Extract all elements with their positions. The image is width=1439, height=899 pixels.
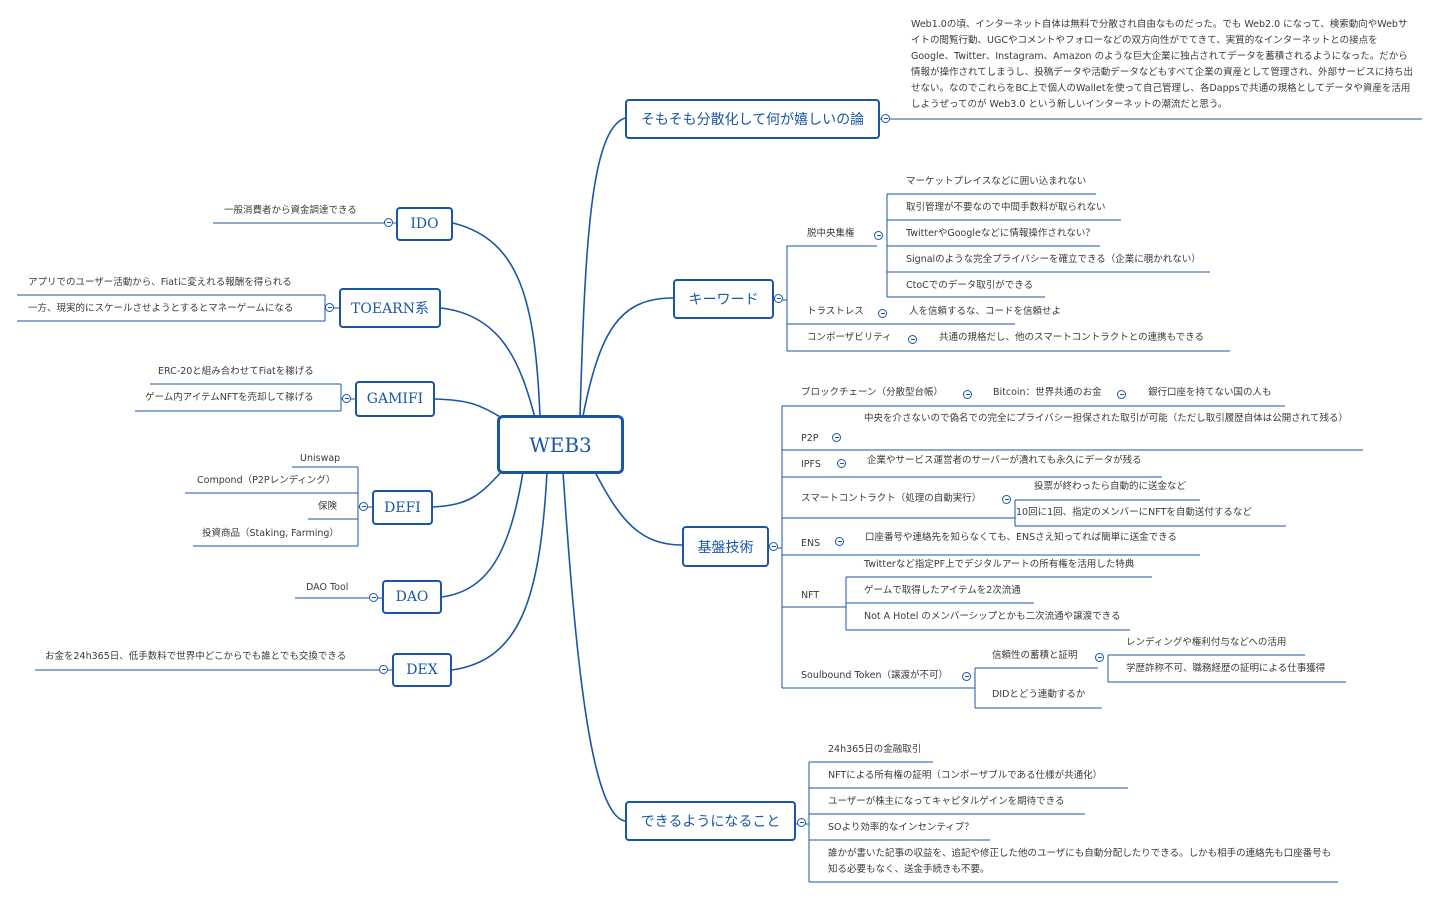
collapse-icon[interactable] <box>325 303 334 312</box>
collapse-icon[interactable] <box>379 665 388 674</box>
can-item: 24h365日の金融取引 <box>828 744 922 755</box>
label-nft: NFT <box>801 590 820 601</box>
collapse-icon[interactable] <box>384 218 393 227</box>
nft-item: Twitterなど指定PF上でデジタルアートの所有権を活用した特典 <box>864 559 1135 570</box>
label-composability: コンポーザビリティ <box>807 332 892 343</box>
nft-item: ゲームで取得したアイテムを2次流通 <box>864 585 1021 596</box>
did-item: DIDとどう連動するか <box>992 689 1086 700</box>
decentral-item: TwitterやGoogleなどに情報操作されない？ <box>906 228 1095 239</box>
collapse-icon[interactable] <box>1117 390 1126 399</box>
label-trust: 信頼性の蓄積と証明 <box>992 650 1078 661</box>
ens-item: 口座番号や連絡先を知らなくても、ENSさえ知ってれば簡単に送金できる <box>865 532 1177 543</box>
collapse-icon[interactable] <box>342 394 351 403</box>
collapse-icon[interactable] <box>837 459 846 468</box>
collapse-icon[interactable] <box>881 114 890 123</box>
why-description: Web1.0の頃、インターネット自体は無料で分散され自由なものだった。でも We… <box>911 19 1413 110</box>
node-gamifi[interactable]: GAMIFI <box>355 381 435 417</box>
gamifi-item: ERC-20と組み合わせてFiatを稼げる <box>158 366 314 377</box>
can-item: SOより効率的なインセンティブ？ <box>828 822 974 833</box>
collapse-icon[interactable] <box>835 537 844 546</box>
ido-item: 一般消費者から資金調達できる <box>224 205 357 216</box>
label-blockchain: ブロックチェーン（分散型台帳） <box>801 387 944 398</box>
decentral-item: 取引管理が不要なので中間手数料が取られない <box>906 202 1106 213</box>
node-defi[interactable]: DEFI <box>372 490 433 525</box>
collapse-icon[interactable] <box>1095 653 1104 662</box>
composability-item: 共通の規格だし、他のスマートコントラクトとの連携もできる <box>939 332 1205 343</box>
node-ido[interactable]: IDO <box>396 207 453 241</box>
label-bitcoin: Bitcoin：世界共通のお金 <box>993 387 1102 398</box>
label-decentral: 脱中央集権 <box>807 228 855 239</box>
collapse-icon[interactable] <box>797 818 806 827</box>
node-can[interactable]: できるようになること <box>625 801 796 841</box>
ipfs-item: 企業やサービス運営者のサーバーが潰れても永久にデータが残る <box>867 455 1142 466</box>
label-p2p: P2P <box>801 433 819 444</box>
collapse-icon[interactable] <box>359 502 368 511</box>
label-ipfs: IPFS <box>801 459 821 470</box>
collapse-icon[interactable] <box>878 309 887 318</box>
collapse-icon[interactable] <box>962 672 971 681</box>
label-smart-contract: スマートコントラクト（処理の自動実行） <box>801 493 982 504</box>
trustless-item: 人を信頼するな、コードを信頼せよ <box>909 306 1062 317</box>
collapse-icon[interactable] <box>908 335 917 344</box>
can-item: ユーザーが株主になってキャピタルゲインを期待できる <box>828 796 1065 807</box>
can-item: 誰かが書いた記事の収益を、追記や修正した他のユーザにも自動分配したりできる。しか… <box>828 848 1332 875</box>
toearn-item: 一方、現実的にスケールさせようとするとマネーゲームになる <box>28 303 294 314</box>
node-tech[interactable]: 基盤技術 <box>682 526 769 567</box>
bank-item: 銀行口座を持てない国の人も <box>1148 387 1272 398</box>
node-keyword[interactable]: キーワード <box>673 279 774 319</box>
collapse-icon[interactable] <box>1002 495 1011 504</box>
label-trustless: トラストレス <box>807 306 864 317</box>
node-why-decentralize[interactable]: そもそも分散化して何が嬉しいの論 <box>625 99 880 139</box>
collapse-icon[interactable] <box>769 542 778 551</box>
trust-item: 学歴詐称不可、職務経歴の証明による仕事獲得 <box>1126 663 1326 674</box>
node-dao[interactable]: DAO <box>382 580 442 614</box>
dao-item: DAO Tool <box>306 582 349 593</box>
trust-item: レンディングや権利付与などへの活用 <box>1126 637 1287 648</box>
defi-item: Compond（P2Pレンディング） <box>197 475 336 486</box>
root-node[interactable]: WEB3 <box>497 415 624 474</box>
decentral-item: マーケットプレイスなどに囲い込まれない <box>906 176 1087 187</box>
collapse-icon[interactable] <box>963 390 972 399</box>
defi-item: 投資商品（Staking, Farming） <box>202 528 339 539</box>
decentral-item: Signalのような完全プライバシーを確立できる（企業に覗かれない） <box>906 254 1201 265</box>
node-toearn[interactable]: TOEARN系 <box>339 288 441 328</box>
node-dex[interactable]: DEX <box>392 653 452 687</box>
label-sbt: Soulbound Token（譲渡が不可） <box>801 670 948 681</box>
nft-item: Not A Hotel のメンバーシップとかも二次流通や譲渡できる <box>864 611 1121 622</box>
defi-item: 保険 <box>318 501 338 512</box>
gamifi-item: ゲーム内アイテムNFTを売却して稼げる <box>145 392 314 403</box>
smart-item: 投票が終わったら自動的に送金など <box>1034 481 1187 492</box>
toearn-item: アプリでのユーザー活動から、Fiatに変えれる報酬を得られる <box>28 277 292 288</box>
collapse-icon[interactable] <box>774 294 783 303</box>
collapse-icon[interactable] <box>832 433 841 442</box>
decentral-item: CtoCでのデータ取引ができる <box>906 280 1034 291</box>
smart-item: 10回に1回、指定のメンバーにNFTを自動送付するなど <box>1016 507 1252 518</box>
collapse-icon[interactable] <box>874 231 883 240</box>
collapse-icon[interactable] <box>369 593 378 602</box>
p2p-item: 中央を介さないので偽名での完全にプライバシー担保された取引が可能（ただし取引履歴… <box>864 413 1349 424</box>
dex-item: お金を24h365日、低手数料で世界中どこからでも誰とでも交換できる <box>45 651 347 662</box>
can-item: NFTによる所有権の証明（コンポーザブルである仕様が共通化） <box>828 770 1103 781</box>
label-ens: ENS <box>801 538 821 549</box>
defi-item: Uniswap <box>300 453 341 464</box>
